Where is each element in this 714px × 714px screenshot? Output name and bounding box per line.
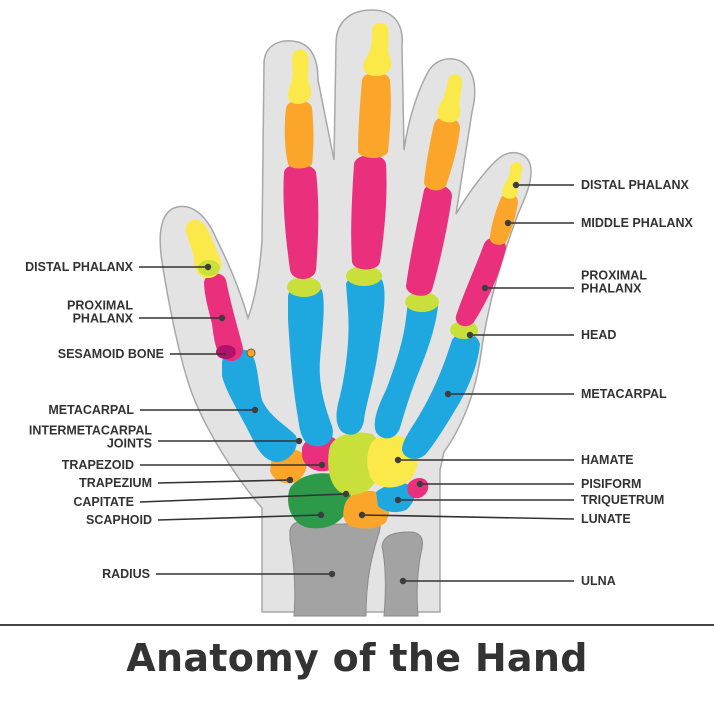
label-distal-phalanx-right: DISTAL PHALANX — [581, 178, 690, 192]
label-head: HEAD — [581, 328, 616, 342]
label-distal-phalanx-left: DISTAL PHALANX — [25, 260, 134, 274]
label-line: TRIQUETRUM — [581, 493, 664, 507]
label-ulna: ULNA — [581, 574, 616, 588]
label-line: MIDDLE PHALANX — [581, 216, 693, 230]
label-line: LUNATE — [581, 512, 631, 526]
label-line: JOINTS — [107, 437, 152, 451]
middle-proximal-phalanx — [351, 155, 387, 270]
label-line: CAPITATE — [73, 495, 134, 509]
ring-middle-phalanx — [424, 116, 460, 191]
little-middle-phalanx — [489, 193, 518, 245]
label-hamate: HAMATE — [581, 453, 634, 467]
label-line: DISTAL PHALANX — [581, 178, 690, 192]
label-line: HAMATE — [581, 453, 634, 467]
page-title: Anatomy of the Hand — [126, 636, 588, 680]
thumb-metacarpal — [222, 349, 297, 462]
ring-distal-phalanx — [437, 74, 462, 123]
label-radius: RADIUS — [102, 567, 150, 581]
triquetrum-bone — [376, 483, 415, 513]
label-line: METACARPAL — [48, 403, 134, 417]
label-line: SCAPHOID — [86, 513, 152, 527]
little-metacarpal — [402, 332, 480, 459]
ring-metacarpal — [374, 294, 438, 439]
little-proximal-phalanx — [455, 237, 506, 327]
label-metacarpal-left: METACARPAL — [48, 403, 134, 417]
ring-proximal-phalanx — [406, 184, 452, 296]
middle-distal-phalanx — [363, 22, 392, 76]
label-metacarpal-right: METACARPAL — [581, 387, 667, 401]
label-trapezoid: TRAPEZOID — [62, 458, 134, 472]
index-metacarpal-head — [287, 277, 321, 297]
title-divider — [0, 624, 714, 626]
index-proximal-phalanx — [283, 164, 319, 279]
middle-metacarpal — [336, 273, 385, 435]
label-sesamoid-bone: SESAMOID BONE — [58, 347, 164, 361]
index-distal-phalanx — [288, 49, 312, 104]
middle-middle-phalanx — [358, 72, 391, 158]
label-lunate: LUNATE — [581, 512, 631, 526]
label-line: HEAD — [581, 328, 616, 342]
label-line: PHALANX — [73, 312, 134, 326]
capitate-bone — [328, 432, 380, 495]
little-distal-phalanx — [502, 162, 522, 199]
index-metacarpal — [288, 284, 333, 447]
index-middle-phalanx — [284, 100, 314, 169]
label-line: PISIFORM — [581, 477, 641, 491]
label-line: SESAMOID BONE — [58, 347, 164, 361]
label-line: ULNA — [581, 574, 616, 588]
label-line: PHALANX — [581, 282, 642, 296]
radius-bone — [289, 519, 381, 617]
label-line: INTERMETACARPAL — [29, 424, 153, 438]
label-line: PROXIMAL — [67, 299, 133, 313]
label-line: TRAPEZOID — [62, 458, 134, 472]
label-middle-phalanx: MIDDLE PHALANX — [581, 216, 693, 230]
label-capitate: CAPITATE — [73, 495, 134, 509]
label-triquetrum: TRIQUETRUM — [581, 493, 664, 507]
label-pisiform: PISIFORM — [581, 477, 641, 491]
label-scaphoid: SCAPHOID — [86, 513, 152, 527]
label-line: METACARPAL — [581, 387, 667, 401]
label-line: TRAPEZIUM — [79, 476, 152, 490]
ulna-bone — [381, 531, 423, 617]
ring-metacarpal-head — [405, 292, 439, 312]
label-line: DISTAL PHALANX — [25, 260, 134, 274]
label-line: RADIUS — [102, 567, 150, 581]
middle-metacarpal-head — [346, 266, 382, 286]
thumb-mcp-joint — [216, 345, 236, 359]
label-trapezium: TRAPEZIUM — [79, 476, 152, 490]
sesamoid-bone — [246, 348, 256, 358]
label-line: PROXIMAL — [581, 269, 647, 283]
